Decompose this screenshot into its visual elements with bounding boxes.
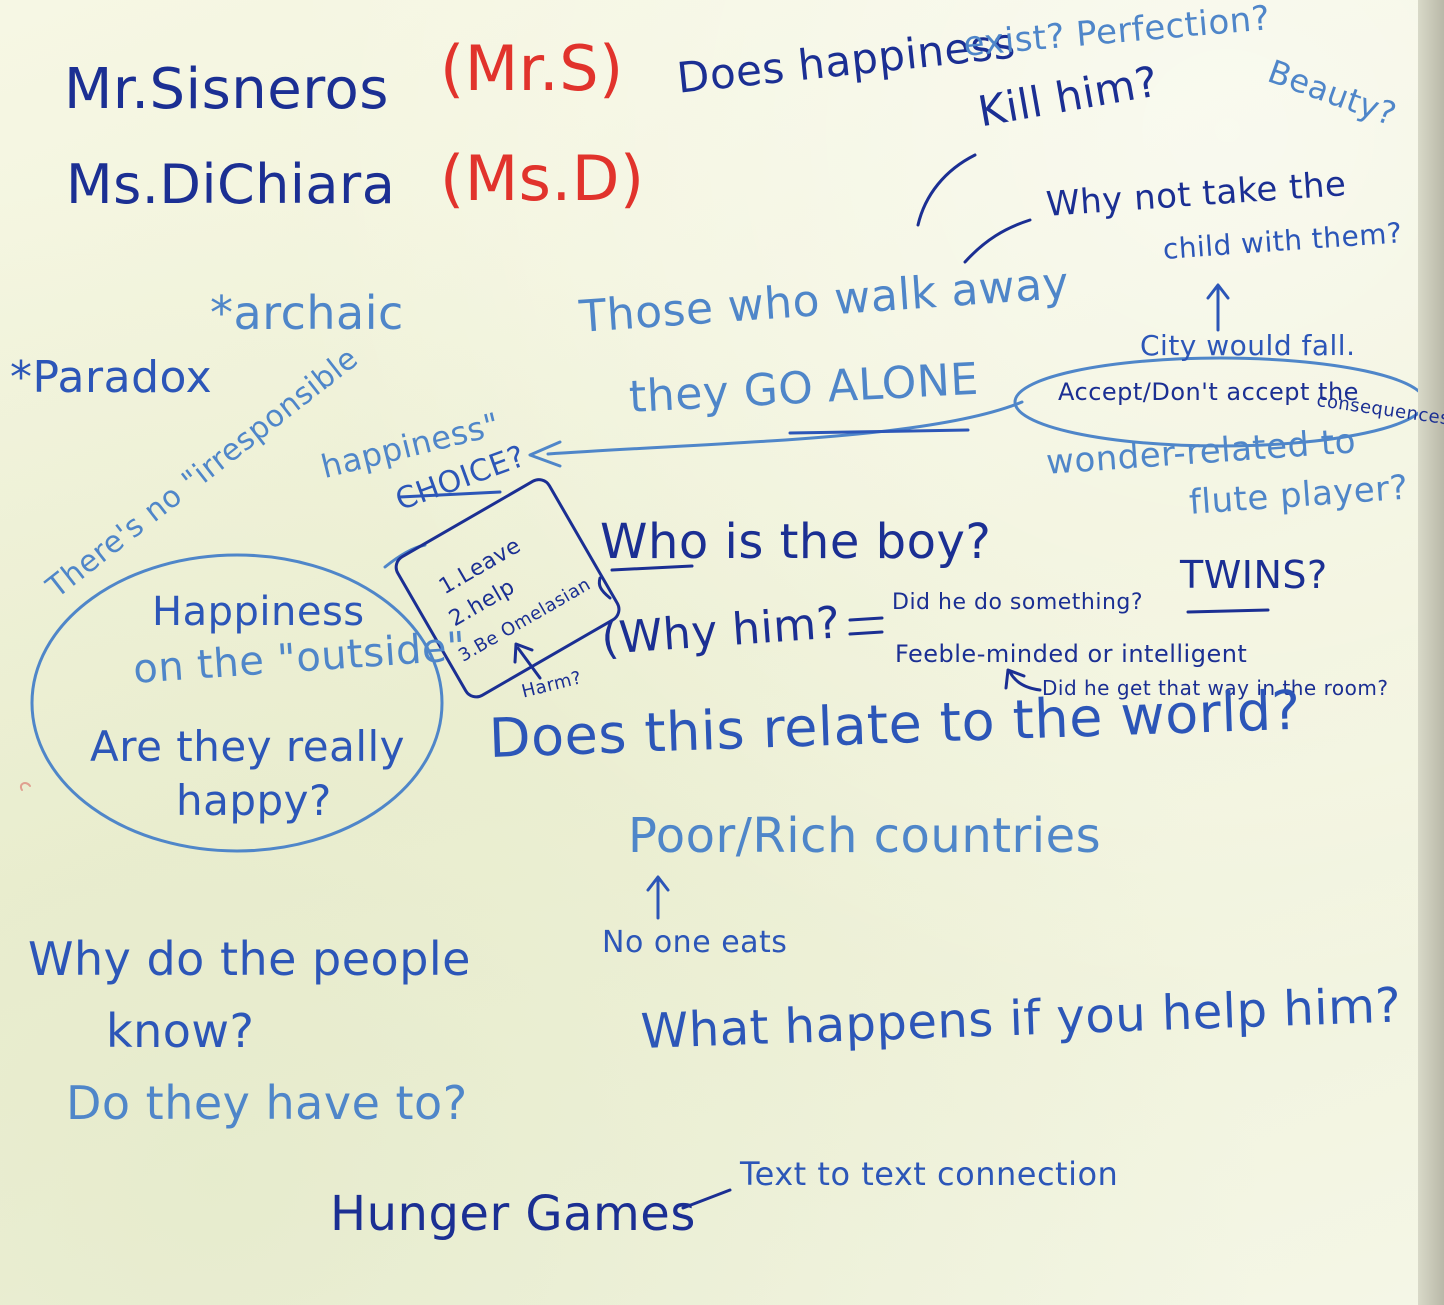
teacher-abbr-ms-d: (Ms.D) xyxy=(440,142,645,215)
choice-box-outline xyxy=(394,478,621,699)
twins-underline xyxy=(1186,608,1270,614)
accept-consequences: Accept/Don't accept the xyxy=(1058,378,1359,406)
room-arrowhead xyxy=(1004,668,1026,690)
stray-mark xyxy=(20,782,31,791)
box-arrow xyxy=(597,576,612,600)
hunger-games: Hunger Games xyxy=(330,1186,696,1242)
happiness-circle-outline xyxy=(30,553,444,853)
city-arrowhead xyxy=(1206,283,1230,300)
circle-happiness: Happiness xyxy=(152,589,365,635)
no-one-eats-arrowhead xyxy=(646,875,670,892)
poor-rich-countries: Poor/Rich countries xyxy=(628,808,1102,864)
why-not-connector xyxy=(963,218,1032,264)
who-is-the-boy: Who is the boy? xyxy=(600,514,992,570)
circle-happy: happy? xyxy=(176,776,332,825)
room-arrow xyxy=(1008,670,1042,692)
alone-underline xyxy=(788,428,970,435)
note-city-would-fall: City would fall. xyxy=(1140,329,1356,362)
whiteboard-frame-edge xyxy=(1418,0,1444,1305)
did-he-do-something: Did he do something? xyxy=(892,590,1144,615)
why-do-the-people: Why do the people xyxy=(28,932,471,986)
equals-top xyxy=(848,616,884,622)
harm-arrow-shaft xyxy=(516,646,542,680)
vocab-archaic: *archaic xyxy=(210,286,404,340)
consequences-loop xyxy=(1013,356,1418,448)
no-one-eats: No one eats xyxy=(602,925,788,960)
text-to-text-connection: Text to text connection xyxy=(740,1155,1119,1193)
harm-arrowhead xyxy=(513,642,534,664)
who-underline xyxy=(610,564,694,572)
did-he-get-that-way: Did he get that way in the room? xyxy=(1042,676,1389,700)
consequences-arrowhead xyxy=(528,440,562,468)
circle-are-they-really: Are they really xyxy=(90,722,406,771)
choice-underline xyxy=(398,490,502,499)
do-they-have-to: Do they have to? xyxy=(66,1076,468,1130)
kill-him-connector xyxy=(916,153,977,227)
twins-question: TWINS? xyxy=(1180,553,1328,597)
consequences-arrow xyxy=(546,400,1024,456)
hunger-dash xyxy=(681,1188,732,1210)
equals-bottom xyxy=(848,630,884,636)
people-know: know? xyxy=(106,1004,255,1058)
vocab-paradox: *Paradox xyxy=(10,352,213,403)
teacher-abbr-mr-s: (Mr.S) xyxy=(440,32,624,105)
feeble-minded-or-intelligent: Feeble-minded or intelligent xyxy=(895,640,1248,668)
teacher-name-dichiara: Ms.DiChiara xyxy=(66,153,396,216)
teacher-name-sisneros: Mr.Sisneros xyxy=(64,57,389,122)
